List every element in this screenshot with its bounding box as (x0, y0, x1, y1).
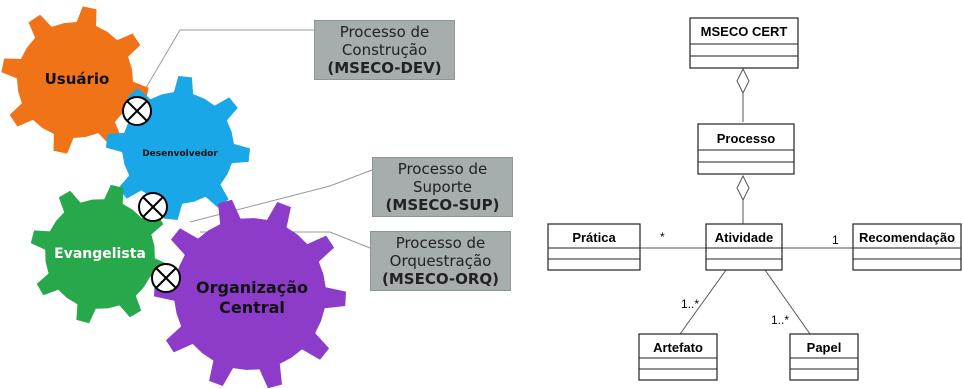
callout-sup-code: (MSECO-SUP) (385, 196, 500, 214)
callout-dev: Processo de Construção (MSECO-DEV) (314, 20, 455, 80)
class-msecocert: MSECO CERT (689, 17, 799, 69)
class-artefato: Artefato (638, 333, 718, 381)
leader-line-dev (139, 29, 318, 99)
class-atividade-title: Atividade (715, 230, 774, 245)
callout-sup-line1: Processo de (397, 160, 488, 178)
callout-orq-line1: Processo de (395, 234, 486, 252)
line-atividade-artefato (679, 269, 727, 335)
gear-organizacao-central: Organização Central (154, 199, 346, 389)
callout-orq-line2: Orquestração (389, 252, 492, 270)
class-recomendacao-title: Recomendação (859, 230, 955, 245)
class-pratica: Prática (547, 223, 641, 271)
callout-orq: Processo de Orquestração (MSECO-ORQ) (370, 231, 511, 291)
class-processo: Processo (697, 123, 795, 175)
mult-recomendacao: 1 (832, 233, 839, 247)
callout-orq-code: (MSECO-ORQ) (381, 270, 499, 288)
class-artefato-title: Artefato (653, 340, 703, 355)
composition-diamond-processo (736, 174, 750, 202)
callout-sup: Processo de Suporte (MSECO-SUP) (372, 157, 513, 217)
mult-artefato: 1..* (681, 297, 699, 311)
class-pratica-title: Prática (572, 230, 616, 245)
class-papel-title: Papel (807, 340, 842, 355)
callout-dev-line2: Construção (341, 41, 428, 59)
gear-desenvolvedor-label: Desenvolvedor (142, 149, 218, 159)
composition-diamond-cert (736, 67, 750, 95)
callout-dev-code: (MSECO-DEV) (327, 59, 442, 77)
mult-pratica: * (660, 230, 665, 244)
class-atividade: Atividade (705, 223, 783, 271)
gear-organizacao-label-2: Central (219, 298, 285, 317)
callout-dev-line1: Processo de (339, 23, 430, 41)
mult-papel: 1..* (771, 313, 789, 327)
line-atividade-papel (764, 269, 811, 335)
gear-evangelista-label: Evangelista (54, 246, 146, 262)
class-msecocert-title: MSECO CERT (701, 24, 788, 39)
gear-usuario-label: Usuário (45, 70, 110, 88)
gear-usuario: Usuário (1, 6, 149, 154)
junction-icon-3 (151, 263, 181, 293)
class-processo-title: Processo (717, 131, 776, 146)
class-papel: Papel (789, 333, 859, 381)
callout-sup-line2: Suporte (412, 178, 472, 196)
class-recomendacao: Recomendação (852, 223, 962, 271)
gear-evangelista: Evangelista (30, 184, 170, 324)
gear-organizacao-label-1: Organização (196, 278, 308, 297)
junction-icon-1 (122, 96, 152, 126)
junction-icon-2 (138, 192, 168, 222)
leader-line-sup (189, 169, 373, 223)
